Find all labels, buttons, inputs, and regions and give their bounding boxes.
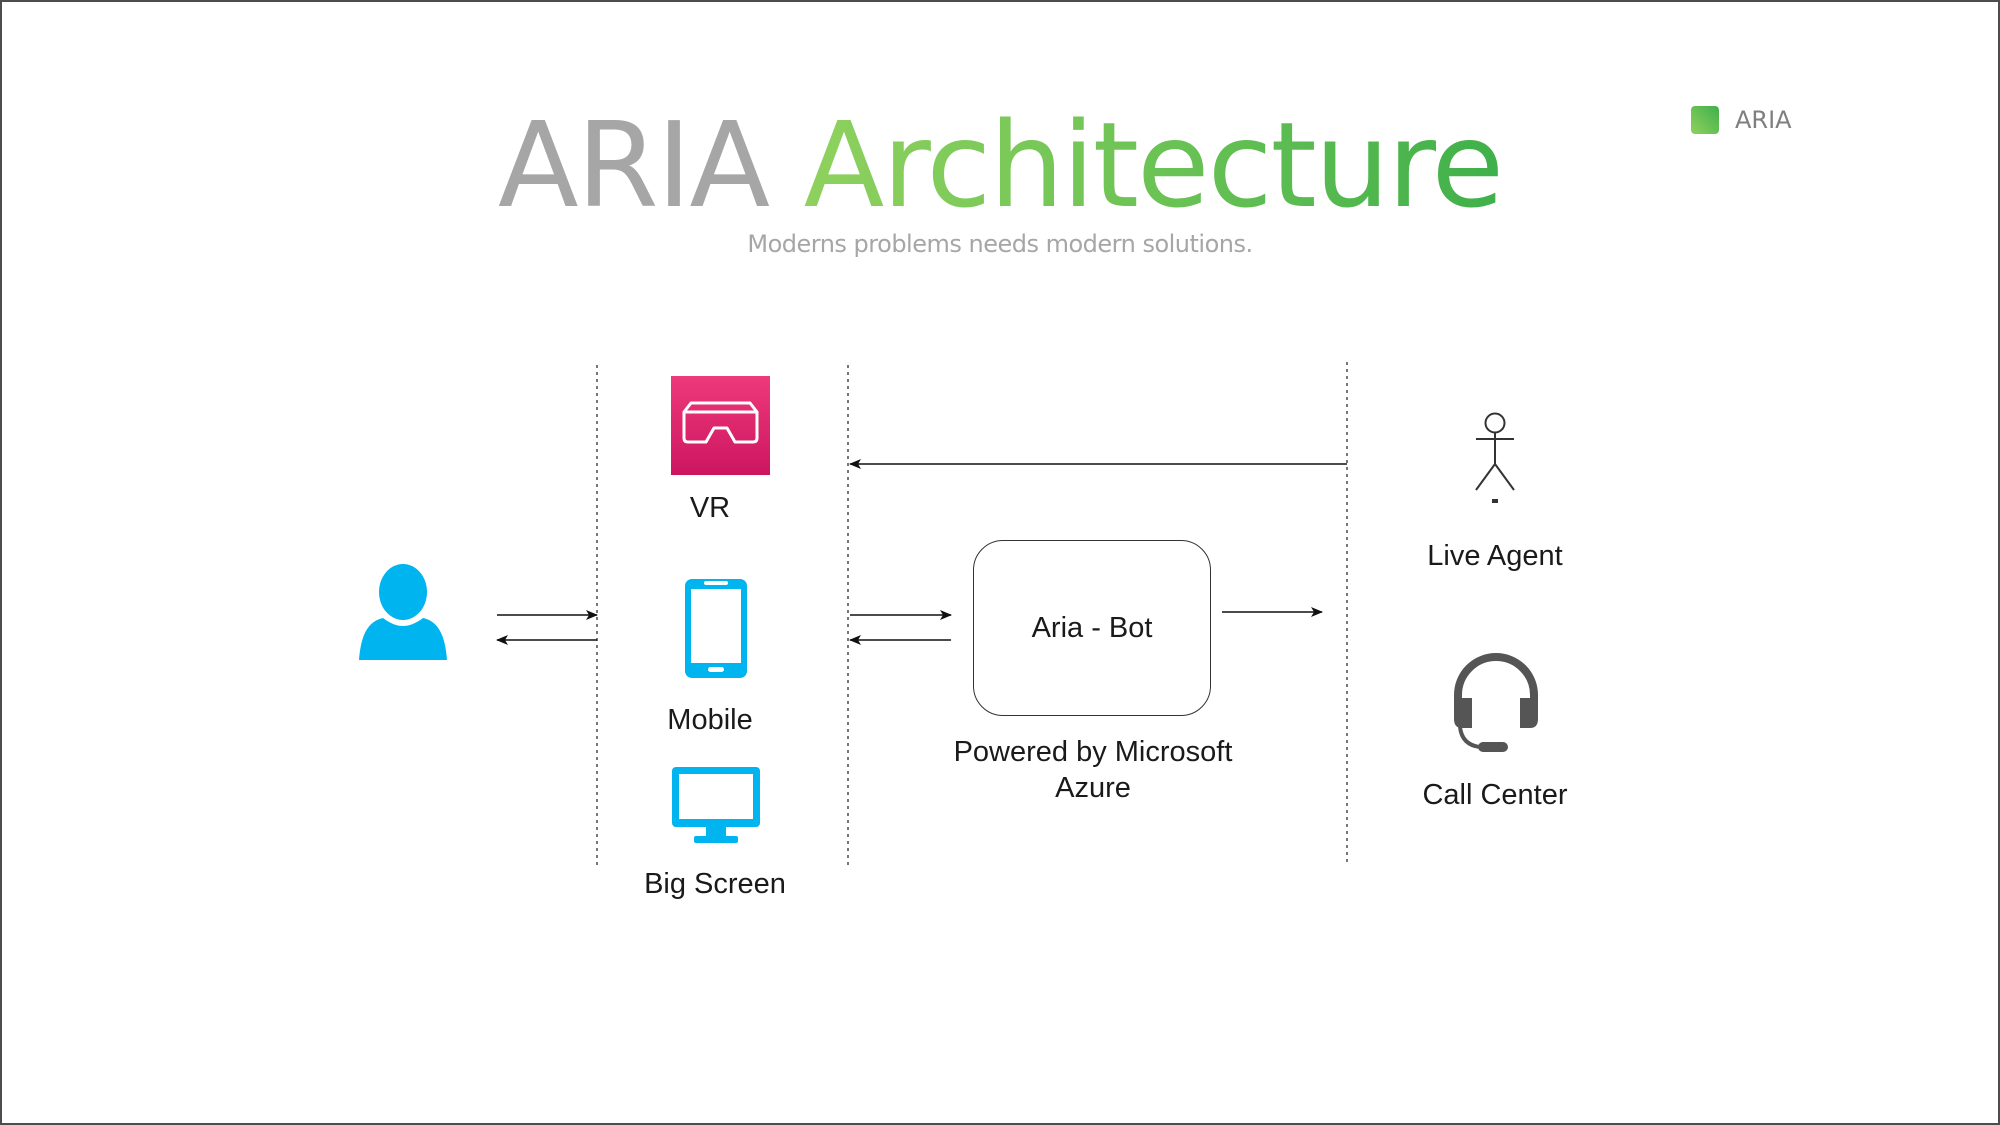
handoff-label-live-agent: Live Agent — [1427, 540, 1563, 572]
bot-caption-line1: Powered by Microsoft — [953, 736, 1233, 768]
title-architecture: Architecture — [803, 96, 1504, 234]
brand-square-icon — [1691, 106, 1719, 134]
mobile-phone-icon — [685, 579, 747, 678]
channel-label-vr: VR — [689, 492, 731, 524]
channel-label-mobile: Mobile — [667, 704, 753, 736]
title-aria: ARIA — [497, 96, 770, 234]
headset-icon — [1454, 653, 1538, 752]
aria-bot-box: Aria - Bot — [973, 540, 1211, 716]
aria-bot-label: Aria - Bot — [1031, 611, 1153, 644]
vr-headset-icon — [671, 376, 770, 475]
page-subtitle: Moderns problems needs modern solutions. — [747, 230, 1253, 258]
bot-caption-line2: Azure — [1055, 772, 1131, 804]
stick-figure-icon — [1475, 412, 1515, 503]
channel-label-big-screen: Big Screen — [644, 868, 786, 900]
monitor-icon — [672, 767, 760, 843]
page-title: ARIA Architecture — [0, 95, 2000, 235]
handoff-label-call-center: Call Center — [1422, 779, 1568, 811]
brand-badge: ARIA — [1691, 106, 1792, 134]
brand-label: ARIA — [1735, 106, 1792, 134]
user-icon — [359, 564, 447, 660]
